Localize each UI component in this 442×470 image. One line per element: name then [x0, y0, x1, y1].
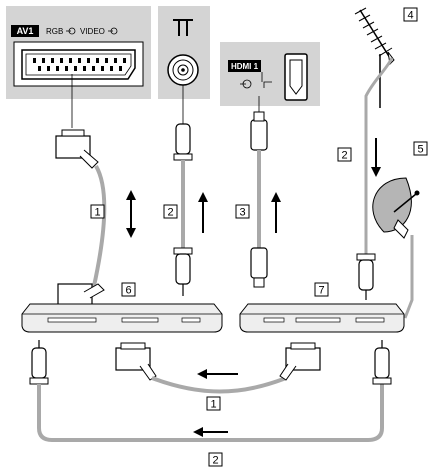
scart-socket-icon	[21, 49, 136, 80]
scart-pin	[38, 66, 41, 71]
hdmi-socket-icon	[284, 53, 308, 101]
svg-text:4: 4	[407, 10, 413, 22]
video-input-icon	[108, 27, 118, 35]
scart-pin	[78, 58, 81, 63]
callout-4: 4	[403, 7, 418, 22]
video-label: VIDEO	[80, 27, 105, 36]
scart-pin	[83, 66, 86, 71]
scart-pin	[42, 58, 45, 63]
recorder-device-6	[21, 303, 223, 333]
aerial-terminal-icon	[173, 19, 193, 36]
coax-socket-icon	[167, 54, 199, 86]
callout-1-top: 1	[90, 204, 105, 219]
hdmi-panel: HDMI 1	[220, 42, 320, 106]
svg-text:2: 2	[212, 455, 218, 467]
svg-text:3: 3	[239, 207, 245, 219]
callout-2-center: 2	[163, 204, 178, 219]
scart-pin	[119, 66, 122, 71]
coax-plug-bottom-left	[29, 340, 49, 385]
recorder-device-7	[239, 303, 405, 333]
hdmi-input-icon	[240, 79, 252, 89]
svg-text:1: 1	[94, 207, 100, 219]
hdmi-plug-bottom	[250, 247, 268, 288]
rooftop-aerial-icon	[354, 7, 395, 260]
scart-panel: AV1 RGB VIDEO	[6, 6, 151, 99]
av1-label: AV1	[17, 26, 34, 36]
scart-plug-bottom-right	[279, 342, 321, 381]
scart-cable-horizontal	[115, 342, 321, 394]
svg-text:6: 6	[125, 285, 131, 297]
scart-pin	[123, 58, 126, 63]
scart-pin	[60, 58, 63, 63]
scart-pin	[47, 66, 50, 71]
callout-2-right: 2	[337, 147, 352, 162]
coax-cable-loop	[29, 340, 392, 442]
aerial-panel	[158, 6, 210, 99]
scart-pin	[114, 58, 117, 63]
scart-plug-bottom-left	[115, 342, 157, 381]
svg-text:1: 1	[210, 399, 216, 411]
scart-pin	[101, 66, 104, 71]
scart-pin	[87, 58, 90, 63]
callout-2-bottom: 2	[208, 452, 223, 467]
rgb-input-icon	[66, 27, 76, 35]
scart-pin	[96, 58, 99, 63]
callout-1-bottom: 1	[206, 396, 221, 411]
rgb-label: RGB	[46, 27, 63, 36]
scart-cable-vertical	[55, 74, 107, 307]
scart-pin	[69, 58, 72, 63]
av1-badge	[11, 25, 39, 37]
scart-pin	[65, 66, 68, 71]
scart-pin	[56, 66, 59, 71]
svg-text:2: 2	[167, 207, 173, 219]
coax-cable-vertical	[173, 85, 193, 296]
hdmi-cable-vertical	[250, 72, 272, 288]
scart-plug-bottom	[57, 283, 105, 307]
callout-3: 3	[235, 204, 250, 219]
callout-7: 7	[314, 282, 329, 297]
scart-pin	[51, 58, 54, 63]
scart-plug-top	[55, 129, 99, 169]
svg-text:7: 7	[318, 285, 324, 297]
svg-text:2: 2	[341, 150, 347, 162]
hdmi-label: HDMI 1	[231, 62, 259, 71]
aerial-plug-right	[356, 253, 376, 300]
coax-plug-bottom-right	[372, 340, 392, 385]
callout-5: 5	[413, 141, 428, 156]
svg-text:5: 5	[417, 144, 423, 156]
hdmi-plug-top	[250, 96, 268, 151]
scart-pin	[105, 58, 108, 63]
callout-6: 6	[121, 282, 136, 297]
scart-pin	[110, 66, 113, 71]
scart-pin	[33, 58, 36, 63]
hdmi-badge	[228, 60, 261, 72]
satellite-dish-icon	[372, 177, 420, 319]
scart-pin	[92, 66, 95, 71]
scart-pin	[74, 66, 77, 71]
